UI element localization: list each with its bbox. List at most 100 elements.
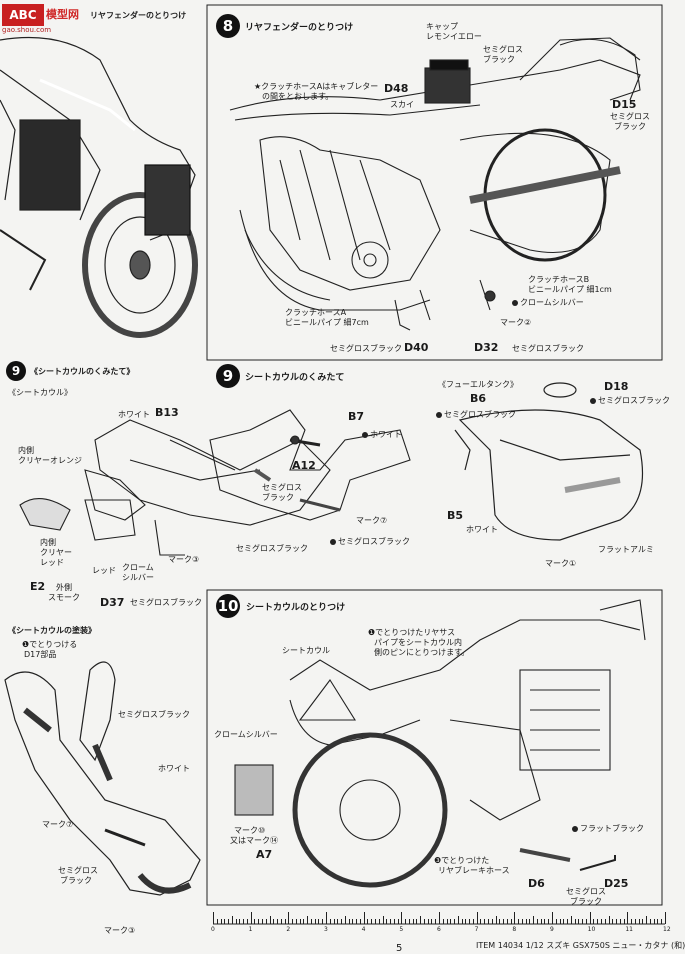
step10-note-3: 側のピンにとりつけます。 xyxy=(374,648,470,657)
step10-seat-cowl: シートカウル xyxy=(282,646,330,655)
step9r-sg-black: セミグロスブラック xyxy=(330,537,410,547)
step10-code-d25: D25 xyxy=(604,877,629,890)
ruler-tick xyxy=(299,919,301,924)
step9-left-illustration xyxy=(19,419,331,556)
ruler-tick xyxy=(371,919,373,924)
step9l-outer-2: スモーク xyxy=(48,593,80,602)
logo-brand: 模型网 xyxy=(46,8,79,21)
ruler-tick xyxy=(348,919,350,924)
top-left-bike-illustration xyxy=(0,36,198,338)
step8-label-sg2: ブラック xyxy=(483,55,515,64)
step8-label-sg1: セミグロス xyxy=(483,45,523,54)
ruler-tick xyxy=(284,919,286,924)
step8-label-lemon: レモンイエロー xyxy=(426,32,482,41)
ruler-tick xyxy=(401,912,403,924)
ruler-tick xyxy=(420,916,422,924)
step10-note-brake-2: リヤブレーキホース xyxy=(438,866,510,875)
ruler-tick xyxy=(559,919,561,924)
ruler-tick xyxy=(555,919,557,924)
ruler-tick xyxy=(476,912,478,924)
ruler-tick xyxy=(585,919,587,924)
ruler-tick xyxy=(329,919,331,924)
step8-code-d32: D32 xyxy=(474,341,499,354)
ruler-tick xyxy=(378,919,380,924)
ruler-tick xyxy=(231,916,233,924)
ruler-label: 5 xyxy=(399,926,404,933)
ruler-tick xyxy=(578,919,580,924)
ruler-tick xyxy=(653,919,655,924)
ruler-tick xyxy=(529,919,531,924)
ruler-tick xyxy=(386,919,388,924)
ruler-tick xyxy=(408,919,410,924)
ruler-tick xyxy=(612,919,614,924)
ruler-tick xyxy=(487,919,489,924)
ruler-tick xyxy=(318,919,320,924)
ruler-tick xyxy=(258,919,260,924)
step8-d15-color2: ブラック xyxy=(614,122,646,131)
step9l-d37-color: セミグロスブラック xyxy=(130,598,202,607)
ruler-tick xyxy=(589,912,591,924)
step9r-white: ホワイト xyxy=(362,430,402,440)
ruler-tick xyxy=(634,919,636,924)
step10-mark10b: 又はマーク⑭ xyxy=(230,836,278,845)
ruler-tick xyxy=(310,919,312,924)
ruler-tick xyxy=(567,919,569,924)
ruler-tick xyxy=(295,919,297,924)
step8-label-cap: キャップ xyxy=(426,22,458,31)
ruler-tick xyxy=(367,919,369,924)
step8-clutch-a: クラッチホースA xyxy=(285,308,347,317)
ruler-tick xyxy=(593,919,595,924)
ruler-tick xyxy=(623,919,625,924)
ruler-tick xyxy=(363,912,365,924)
ruler-tick xyxy=(307,916,309,924)
step8-chrome-silver: クロームシルバー xyxy=(512,298,584,308)
step8-code-d40: D40 xyxy=(404,341,429,354)
fuel-tank-illustration xyxy=(454,382,644,541)
step8-label-sky: スカイ xyxy=(390,100,414,109)
ruler-tick xyxy=(322,919,324,924)
ruler-label: 6 xyxy=(437,926,441,933)
fuel-mark1: マーク① xyxy=(545,559,577,568)
ruler-tick xyxy=(442,919,444,924)
fuel-title: 《フューエルタンク》 xyxy=(438,380,518,389)
ruler-tick xyxy=(235,919,237,924)
step9l-chrome-1: クローム xyxy=(122,563,154,572)
step8-vinyl-7cm: ビニールパイプ 細7cm xyxy=(285,318,369,327)
step10-code-d6: D6 xyxy=(528,877,545,890)
step8-d40-color: セミグロスブラック xyxy=(330,344,402,353)
step9-right-number: 9 xyxy=(216,364,240,388)
ruler-tick xyxy=(518,919,520,924)
ruler-tick xyxy=(510,919,512,924)
ruler-tick xyxy=(269,916,271,924)
illustration-layer xyxy=(0,4,665,925)
ruler-tick xyxy=(600,919,602,924)
fuel-b6-color: セミグロスブラック xyxy=(436,410,516,420)
ruler-tick xyxy=(352,919,354,924)
ruler-tick xyxy=(582,919,584,924)
ruler-tick xyxy=(597,919,599,924)
ruler-label: 10 xyxy=(587,926,596,933)
step10-note-1: ❶でとりつけたリヤサス xyxy=(368,628,456,637)
step9l-code-d37: D37 xyxy=(100,596,125,609)
ruler-tick xyxy=(261,919,263,924)
paint-note-1: ❶でとりつける xyxy=(22,640,78,649)
ruler-tick xyxy=(216,919,218,924)
step9l-inner-red-2: クリヤー xyxy=(40,548,72,557)
ruler-tick xyxy=(356,919,358,924)
step9-right-illustration xyxy=(209,409,411,521)
ruler-tick xyxy=(499,919,501,924)
step8-mark2: マーク② xyxy=(500,318,532,327)
ruler-tick xyxy=(213,912,214,924)
ruler-tick xyxy=(439,912,440,924)
fuel-flat-alu: フラットアルミ xyxy=(598,545,654,554)
step9l-inner-orange-1: 内側 xyxy=(18,446,34,455)
ruler-tick xyxy=(405,919,407,924)
ruler-tick xyxy=(521,919,523,924)
ruler-tick xyxy=(288,912,290,924)
ruler-tick xyxy=(265,919,267,924)
ruler-label: 0 xyxy=(211,926,215,933)
step8-title: リヤフェンダーのとりつけ xyxy=(245,23,354,33)
ruler-tick xyxy=(341,919,343,924)
ruler-tick xyxy=(277,919,279,924)
ruler-tick xyxy=(337,919,339,924)
